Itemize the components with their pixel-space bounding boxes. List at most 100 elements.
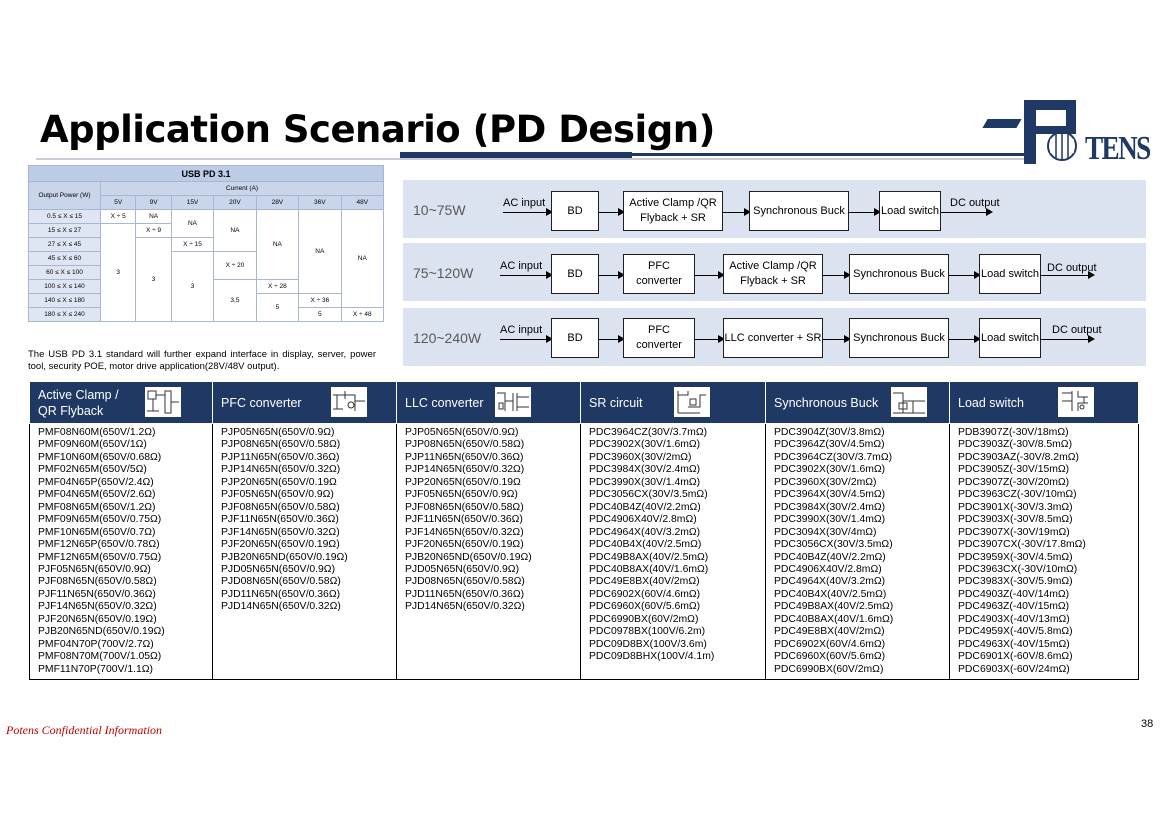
pd-cell: 3 bbox=[135, 237, 172, 322]
part-number: PDC6902X(60V/4.6mΩ) bbox=[774, 638, 886, 650]
pd-cell: X ÷ 36 bbox=[298, 293, 342, 308]
voltage-header: 28V bbox=[255, 195, 300, 210]
header-label: Synchronous Buck bbox=[774, 395, 879, 410]
header-llc: LLC converter bbox=[396, 381, 581, 424]
part-number: PJF14N65N(650V/0.32Ω) bbox=[38, 601, 157, 613]
part-number: PDC40B4Z(40V/2.2mΩ) bbox=[589, 501, 701, 513]
part-number: PDC3984X(30V/2.4mΩ) bbox=[774, 501, 886, 513]
header-label: Load switch bbox=[958, 395, 1025, 410]
part-number: PDC4906X40V/2.8mΩ) bbox=[589, 514, 697, 526]
part-number: PJF14N65N(650V/0.32Ω) bbox=[221, 526, 340, 538]
confidential-footer: Potens Confidential Information bbox=[6, 723, 162, 737]
part-number: PMF04N70P(700V/2.7Ω) bbox=[38, 638, 154, 650]
part-number: PJF11N65N(650V/0.36Ω) bbox=[221, 514, 339, 526]
header-label: PFC converter bbox=[221, 395, 302, 410]
part-number: PDC3963CZ(-30V/10mΩ) bbox=[958, 489, 1077, 501]
power-range: 45 ≤ X ≤ 60 bbox=[28, 251, 101, 266]
pd-cell: 5 bbox=[255, 293, 300, 322]
voltage-header: 36V bbox=[298, 195, 342, 210]
part-number: PDC3964Z(30V/4.5mΩ) bbox=[774, 439, 885, 451]
header-load-switch: Load switch bbox=[949, 381, 1139, 424]
part-number: PDC3990X(30V/1.4mΩ) bbox=[589, 476, 701, 488]
bd-block: BD bbox=[551, 191, 599, 231]
usb-pd-table: USB PD 3.1 Output Power (W) Current (A) … bbox=[28, 165, 385, 322]
part-number: PJD11N65N(650V/0.36Ω) bbox=[221, 588, 341, 600]
power-range-label: 75~120W bbox=[413, 265, 474, 281]
arrow bbox=[695, 335, 725, 343]
part-number: PDC3903AZ(-30V/8.2mΩ) bbox=[958, 451, 1079, 463]
pd-cell: NA bbox=[170, 209, 215, 238]
part-number: PDC3902X(30V/1.6mΩ) bbox=[589, 439, 701, 451]
accent-bar bbox=[982, 119, 1022, 128]
logo-wordmark: TENS bbox=[1085, 130, 1151, 167]
part-number: PJD05N65N(650V/0.9Ω) bbox=[221, 563, 336, 575]
part-number: PJP08N65N(650V/0.58Ω) bbox=[405, 439, 525, 451]
parts-column-sync-buck: PDC3904Z(30V/3.8mΩ)PDC3964Z(30V/4.5mΩ)PD… bbox=[765, 422, 950, 681]
part-number: PJF11N65N(650V/0.36Ω) bbox=[405, 514, 523, 526]
pfc-block: PFC converter bbox=[623, 254, 695, 294]
part-number: PDC6902X(60V/4.6mΩ) bbox=[589, 588, 701, 600]
part-number: PDC6990BX(60V/2mΩ) bbox=[589, 613, 699, 625]
part-number: PDC4903Z(-40V/14mΩ) bbox=[958, 588, 1070, 600]
part-number: PDC6960X(60V/5.6mΩ) bbox=[774, 651, 886, 663]
power-range: 140 ≤ X ≤ 180 bbox=[28, 293, 101, 308]
power-range: 60 ≤ X ≤ 100 bbox=[28, 265, 101, 280]
arrow bbox=[949, 271, 981, 279]
part-number: PDC40B8AX(40V/1.6mΩ) bbox=[774, 613, 894, 625]
header-label: SR circuit bbox=[589, 395, 643, 410]
dc-output-label: DC output bbox=[1047, 262, 1097, 274]
circuit-icon bbox=[891, 387, 927, 417]
circuit-icon bbox=[331, 387, 367, 417]
bd-block: BD bbox=[551, 254, 599, 294]
page-number: 38 bbox=[1141, 718, 1154, 730]
part-number: PJF14N65N(650V/0.32Ω) bbox=[405, 526, 524, 538]
part-number: PJF05N65N(650V/0.9Ω) bbox=[221, 489, 334, 501]
circuit-icon bbox=[145, 387, 181, 417]
header-sync-buck: Synchronous Buck bbox=[765, 381, 950, 424]
part-number: PDC3990X(30V/1.4mΩ) bbox=[774, 514, 886, 526]
part-number: PMF08N65M(650V/1.2Ω) bbox=[38, 501, 156, 513]
ac-input-label: AC input bbox=[500, 260, 543, 272]
power-range: 180 ≤ X ≤ 240 bbox=[28, 307, 101, 322]
part-number: PDB3907Z(-30V/18mΩ) bbox=[958, 427, 1069, 438]
arrow bbox=[723, 208, 751, 216]
arrow bbox=[500, 271, 553, 279]
arrow bbox=[599, 271, 625, 279]
part-number: PJD05N65N(650V/0.9Ω) bbox=[405, 563, 520, 575]
part-number: PDC3902X(30V/1.6mΩ) bbox=[774, 464, 886, 476]
part-number: PJD14N65N(650V/0.32Ω) bbox=[221, 601, 341, 613]
arrow bbox=[941, 208, 993, 216]
dc-output-label: DC output bbox=[950, 197, 1000, 209]
part-number: PJP11N65N(650V/0.36Ω) bbox=[221, 451, 340, 463]
sync-buck-block: Synchronous Buck bbox=[749, 191, 849, 231]
arrow bbox=[823, 271, 851, 279]
header-flyback: Active Clamp / QR Flyback bbox=[29, 381, 213, 424]
part-number: PDC4906X40V/2.8mΩ) bbox=[774, 563, 882, 575]
ac-input-label: AC input bbox=[503, 197, 546, 209]
part-number: PDC40B4Z(40V/2.2mΩ) bbox=[774, 551, 886, 563]
part-number: PDC3903X(-30V/8.5mΩ) bbox=[958, 514, 1073, 526]
pd-cell: X ÷ 48 bbox=[340, 307, 385, 322]
output-power-header: Output Power (W) bbox=[28, 181, 101, 210]
header-label: Active Clamp / QR Flyback bbox=[38, 387, 119, 418]
bd-block: BD bbox=[551, 318, 599, 358]
part-number: PDC3960X(30V/2mΩ) bbox=[774, 476, 877, 488]
part-number: PDC3963CX(-30V/10mΩ) bbox=[958, 563, 1078, 575]
parts-column-pfc: PJP05N65N(650V/0.9Ω)PJP08N65N(650V/0.58Ω… bbox=[212, 422, 397, 681]
title-bar-thin bbox=[632, 153, 1032, 156]
part-number: PDC6901X(-60V/8.6mΩ) bbox=[958, 651, 1073, 663]
part-number: PJP05N65N(650V/0.9Ω) bbox=[221, 427, 335, 438]
part-number: PJD14N65N(650V/0.32Ω) bbox=[405, 601, 525, 613]
arrow bbox=[503, 208, 553, 216]
pd-cell: NA bbox=[255, 209, 300, 280]
arrow bbox=[695, 271, 725, 279]
part-number: PMF12N65M(650V/0.75Ω) bbox=[38, 551, 162, 563]
part-number: PDC6903X(-60V/24mΩ) bbox=[958, 663, 1070, 675]
parts-column-sr: PDC3964CZ(30V/3.7mΩ)PDC3902X(30V/1.6mΩ)P… bbox=[580, 422, 766, 681]
flyback-block: Active Clamp /QR Flyback + SR bbox=[723, 254, 823, 294]
part-number: PMF04N65M(650V/2.6Ω) bbox=[38, 489, 156, 501]
arrow bbox=[500, 335, 553, 343]
part-number: PMF08N70M(700V/1.05Ω) bbox=[38, 651, 162, 663]
voltage-header: 15V bbox=[170, 195, 215, 210]
arrow bbox=[1041, 271, 1095, 279]
